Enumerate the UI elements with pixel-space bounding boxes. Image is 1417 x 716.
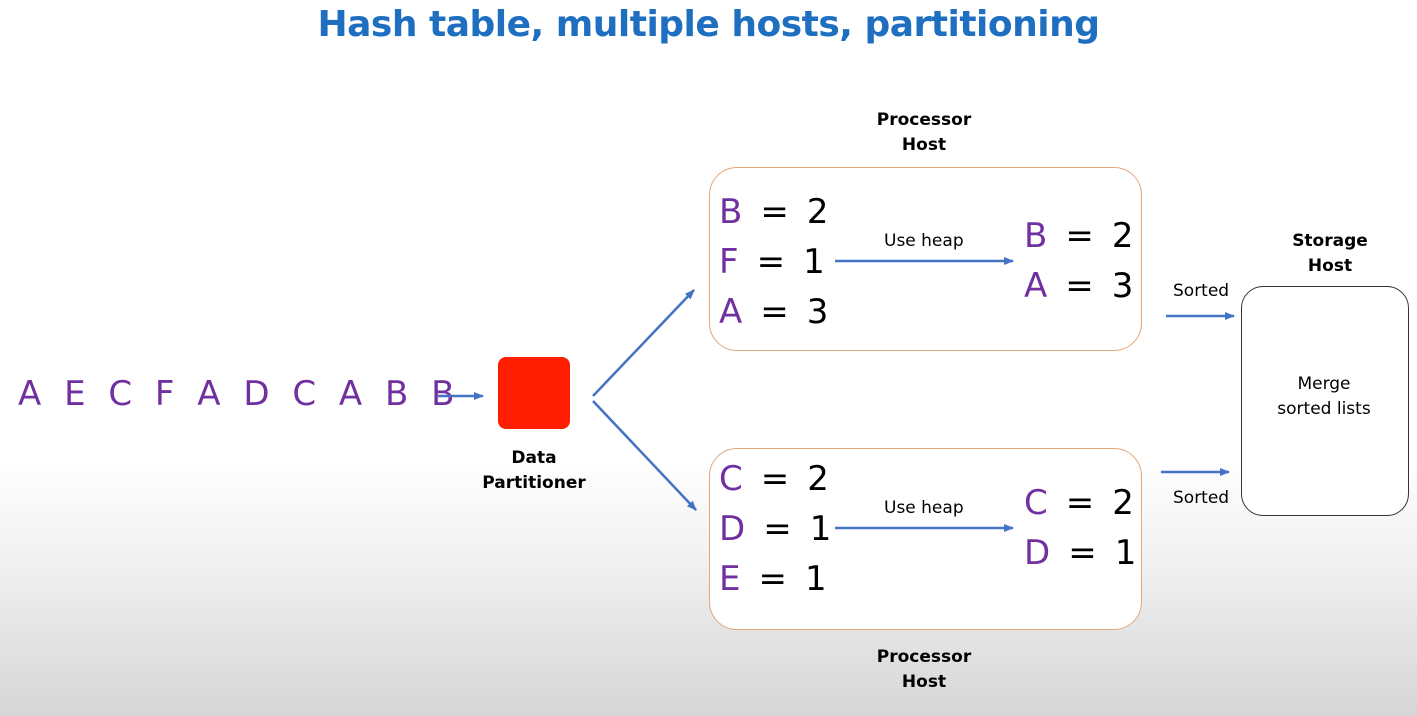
heap-eq: = [1065, 483, 1095, 523]
data-partitioner-label: Data Partitioner [470, 446, 598, 496]
bottom-count-row: C = 2 [719, 459, 829, 499]
processor-host-bottom-label: Processor Host [864, 645, 984, 695]
heap-eq: = [1068, 533, 1097, 573]
top-heap-row: A = 3 [1024, 266, 1133, 306]
count-eq: = [756, 242, 786, 282]
data-partitioner-node [498, 357, 570, 429]
sorted-top-label: Sorted [1173, 281, 1230, 301]
processor-bottom-label-line1: Processor [876, 647, 972, 667]
count-key: B [719, 192, 743, 232]
processor-host-bottom [709, 448, 1142, 630]
partitioner-to-top-arrow [592, 289, 695, 397]
top-count-row: B = 2 [719, 192, 828, 232]
count-value: 2 [807, 459, 829, 499]
processor-host-top [709, 167, 1142, 351]
heap-key: D [1024, 533, 1051, 573]
count-value: 2 [806, 192, 829, 232]
processor-host-top-label: Processor Host [864, 108, 984, 158]
bottom-count-row: E = 1 [719, 559, 827, 599]
heap-value: 3 [1111, 266, 1134, 306]
partitioner-to-bottom-arrow [592, 400, 697, 511]
use-heap-top-label: Use heap [884, 231, 964, 251]
storage-label-line1: Storage [1292, 231, 1368, 251]
storage-text-line2: sorted lists [1277, 399, 1371, 419]
use-heap-bottom-label: Use heap [884, 498, 964, 518]
storage-text-line1: Merge [1297, 374, 1351, 394]
heap-key: C [1024, 483, 1048, 523]
count-value: 1 [809, 509, 832, 549]
count-eq: = [760, 292, 789, 332]
count-key: A [719, 292, 743, 332]
count-eq: = [763, 509, 792, 549]
heap-value: 2 [1112, 483, 1134, 523]
processor-bottom-label-line2: Host [901, 672, 947, 692]
top-heap-row: B = 2 [1024, 216, 1133, 256]
count-value: 1 [803, 242, 825, 282]
count-key: F [719, 242, 739, 282]
bottom-heap-row: D = 1 [1024, 533, 1136, 573]
top-count-row: A = 3 [719, 292, 828, 332]
count-value: 1 [804, 559, 827, 599]
processor-top-label-line1: Processor [876, 110, 972, 130]
count-key: E [719, 559, 741, 599]
storage-host [1241, 286, 1409, 516]
storage-host-label: Storage Host [1280, 229, 1380, 279]
heap-key: B [1024, 216, 1048, 256]
storage-label-line2: Host [1307, 256, 1353, 276]
bottom-heap-row: C = 2 [1024, 483, 1134, 523]
count-eq: = [760, 459, 790, 499]
count-eq: = [760, 192, 789, 232]
count-key: D [719, 509, 746, 549]
count-eq: = [758, 559, 787, 599]
heap-eq: = [1065, 266, 1094, 306]
bottom-count-row: D = 1 [719, 509, 831, 549]
input-sequence: A E C F A D C A B B [18, 374, 455, 414]
heap-eq: = [1065, 216, 1094, 256]
heap-value: 2 [1111, 216, 1134, 256]
processor-top-label-line2: Host [901, 135, 947, 155]
count-key: C [719, 459, 743, 499]
storage-host-text: Merge sorted lists [1244, 372, 1404, 422]
heap-key: A [1024, 266, 1048, 306]
count-value: 3 [806, 292, 829, 332]
heap-value: 1 [1114, 533, 1137, 573]
partitioner-label-line2: Partitioner [482, 473, 586, 493]
top-count-row: F = 1 [719, 242, 825, 282]
sorted-bottom-label: Sorted [1173, 488, 1230, 508]
partitioner-label-line1: Data [511, 448, 557, 468]
page-title: Hash table, multiple hosts, partitioning [317, 4, 1100, 45]
